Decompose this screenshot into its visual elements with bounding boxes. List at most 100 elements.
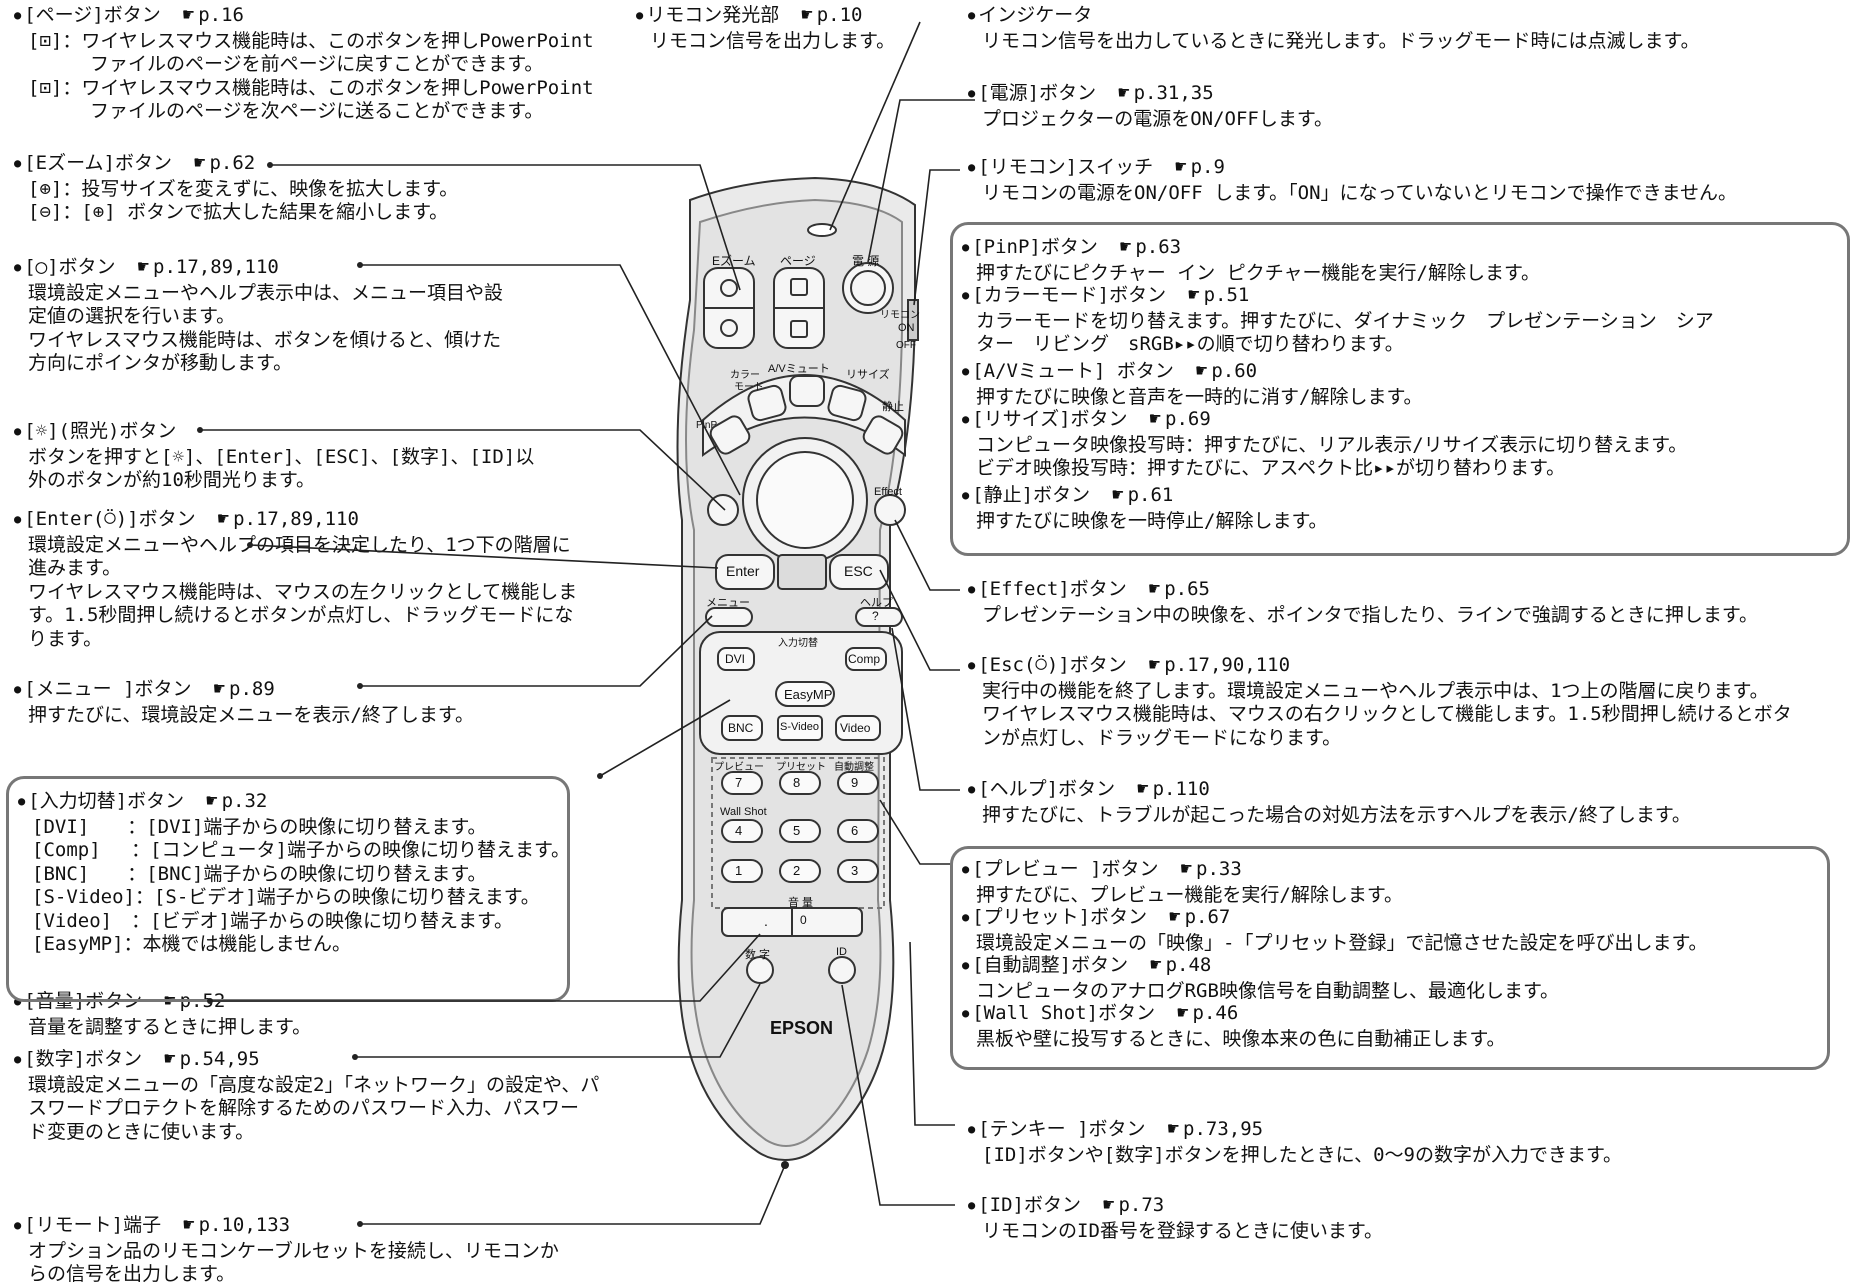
page-ref: p.32: [206, 790, 267, 812]
remote-label-dot: .: [764, 913, 768, 929]
callout-line: 押すたびに、環境設定メニューを表示/終了します。: [28, 703, 474, 726]
page-ref: p.9: [1175, 156, 1225, 178]
callout-title-text: [☼](照光)ボタン: [24, 420, 177, 442]
callout-source: [入力切替]ボタンp.32[DVI] ：[DVI]端子からの映像に切り替えます。…: [18, 790, 570, 957]
remote-label-video: Video: [840, 721, 871, 735]
remote-label-help: ヘルプ: [860, 597, 893, 609]
numeric-key: 5: [793, 823, 801, 838]
callout-line: リモコンのID番号を登録するときに使います。: [982, 1219, 1383, 1242]
callout-line: プレゼンテーション中の映像を、ポインタで指したり、ラインで強調するときに押します…: [982, 603, 1758, 626]
callout-title: [Effect]ボタンp.65: [968, 578, 1758, 604]
callout-title: [ページ]ボタンp.16: [14, 4, 594, 30]
callout-line: ワイヤレスマウス機能時は、マウスの左クリックとして機能しま: [28, 580, 578, 603]
callout-resize: [リサイズ]ボタンp.69コンピュータ映像投写時：押すたびに、リアル表示/リサイ…: [962, 408, 1687, 481]
page-ref: p.54,95: [164, 1048, 260, 1070]
callout-title: [リモコン]スイッチp.9: [968, 156, 1737, 182]
callout-color: [カラーモード]ボタンp.51カラーモードを切り替えます。押すたびに、ダイナミッ…: [962, 284, 1714, 357]
callout-power: [電源]ボタン p.31,35 プロジェクターの電源をON/OFFします。: [968, 82, 1333, 131]
callout-title-text: [Eズーム]ボタン: [24, 152, 172, 174]
callout-line: [Video] ：[ビデオ]端子からの映像に切り替えます。: [32, 909, 514, 932]
remote-label-page: ページ: [780, 254, 816, 268]
callout-line: ファイルのページを前ページに戻すことができます。: [90, 53, 544, 75]
callout-title-text: [Esc(⍥)]ボタン: [978, 654, 1127, 676]
remote-label-enter: Enter: [726, 563, 760, 579]
page-ref: p.60: [1196, 360, 1257, 382]
callout-title-text: [プレビュー ]ボタン: [972, 858, 1159, 880]
callout-title-text: [リモート]端子: [24, 1214, 162, 1236]
callout-line: 黒板や壁に投写するときに、映像本来の色に自動補正します。: [976, 1027, 1506, 1050]
callout-preset: [プリセット]ボタンp.67環境設定メニューの「映像」-「プリセット登録」で記憶…: [962, 906, 1707, 955]
callout-help: [ヘルプ]ボタンp.110押すたびに、トラブルが起こった場合の対処方法を示すヘル…: [968, 778, 1691, 827]
callout-title: [リモート]端子p.10,133: [14, 1214, 559, 1240]
page-ref: p.65: [1149, 578, 1210, 600]
callout-line: 押すたびにピクチャー イン ピクチャー機能を実行/解除します。: [976, 261, 1541, 284]
remote-label-id: ID: [836, 946, 847, 958]
callout-title: [メニュー ]ボタンp.89: [14, 678, 474, 704]
page-ref: p.89: [214, 678, 275, 700]
callout-title: [Wall Shot]ボタンp.46: [962, 1002, 1506, 1028]
callout-title: [ヘルプ]ボタンp.110: [968, 778, 1691, 804]
callout-title: [数字]ボタンp.54,95: [14, 1048, 599, 1074]
remote-label-num: 数 字: [745, 949, 771, 961]
callout-line: プロジェクターの電源をON/OFFします。: [982, 107, 1333, 130]
callout-page: [ページ]ボタンp.16[⊡]：ワイヤレスマウス機能時は、このボタンを押しPow…: [14, 4, 594, 124]
remote-label-brand: EPSON: [770, 1018, 834, 1038]
callout-title-text: [ID]ボタン: [978, 1194, 1081, 1216]
page-ref: p.17,90,110: [1149, 654, 1290, 676]
page-ref: p.31,35: [1118, 82, 1214, 104]
remote-label-power: 電 源: [852, 254, 880, 268]
callout-title-text: [ヘルプ]ボタン: [978, 778, 1116, 800]
callout-line: オプション品のリモコンケーブルセットを接続し、リモコンか: [28, 1239, 559, 1262]
callout-line: 進みます。: [28, 557, 122, 579]
page-ref: p.17,89,110: [138, 256, 279, 278]
remote-label-volume: 音 量: [788, 897, 814, 909]
remote-label-wallshot: Wall Shot: [720, 806, 767, 818]
callout-title-text: [電源]ボタン: [978, 82, 1097, 104]
callout-title: [カラーモード]ボタンp.51: [962, 284, 1714, 310]
callout-title: [Enter(⍥)]ボタンp.17,89,110: [14, 508, 577, 534]
callout-effect: [Effect]ボタンp.65プレゼンテーション中の映像を、ポインタで指したり、…: [968, 578, 1758, 627]
callout-line: ンが点灯し、ドラッグモードになります。: [982, 726, 1342, 749]
callout-num: [数字]ボタンp.54,95環境設定メニューの「高度な設定2」「ネットワーク」の…: [14, 1048, 599, 1144]
remote-label-dvi: DVI: [725, 652, 746, 666]
callout-line: ド変更のときに使います。: [28, 1120, 255, 1143]
callout-line: ファイルのページを次ページに送ることができます。: [90, 100, 544, 122]
callout-esc: [Esc(⍥)]ボタンp.17,90,110実行中の機能を終了します。環境設定メ…: [968, 654, 1791, 750]
remote-label-bnc: BNC: [728, 721, 754, 735]
page-ref: p.61: [1112, 484, 1173, 506]
callout-line: [BNC] ：[BNC]端子からの映像に切り替えます。: [32, 862, 487, 885]
callout-line: [ID]ボタンや[数字]ボタンを押したときに、0～9の数字が入力できます。: [982, 1143, 1623, 1166]
page-ref: p.67: [1169, 906, 1230, 928]
remote-label-easymp: EasyMP: [784, 687, 833, 702]
numeric-key: 2: [793, 863, 801, 878]
callout-line: ビデオ映像投写時：押すたびに、アスペクト比▸▸が切り替わります。: [976, 457, 1566, 479]
callout-line: ター リビング sRGB▸▸の順で切り替わります。: [976, 333, 1404, 355]
remote-label-color2: モード: [734, 382, 764, 393]
remote-label-zero: 0: [800, 913, 807, 927]
callout-title-text: [Enter(⍥)]ボタン: [24, 508, 196, 530]
callout-title-text: [リサイズ]ボタン: [972, 408, 1128, 430]
page-ref: p.16: [183, 4, 244, 26]
callout-title: [Eズーム]ボタンp.62: [14, 152, 458, 178]
page-ref: p.51: [1188, 284, 1249, 306]
callout-title: [自動調整]ボタンp.48: [962, 954, 1559, 980]
callout-title-text: [◯]ボタン: [24, 256, 116, 278]
callout-line: [⊡]：ワイヤレスマウス機能時は、このボタンを押しPowerPoint: [28, 76, 594, 99]
callout-title: [プレビュー ]ボタン p.33: [962, 858, 1403, 884]
remote-label-on: ON: [898, 322, 915, 334]
callout-title: [リサイズ]ボタンp.69: [962, 408, 1687, 434]
page-ref: p.33: [1181, 858, 1242, 880]
callout-line: 方向にポインタが移動します。: [28, 352, 293, 374]
callout-line: 定値の選択を行います。: [28, 305, 236, 327]
frame-image-buttons: [950, 222, 1850, 556]
callout-title-text: [プリセット]ボタン: [972, 906, 1148, 928]
callout-auto: [自動調整]ボタンp.48コンピュータのアナログRGB映像信号を自動調整し、最適…: [962, 954, 1559, 1003]
callout-line: [⊡]：ワイヤレスマウス機能時は、このボタンを押しPowerPoint: [28, 29, 594, 52]
callout-title: リモコン発光部p.10: [636, 4, 895, 30]
callout-title-text: [A/Vミュート] ボタン: [972, 360, 1174, 382]
